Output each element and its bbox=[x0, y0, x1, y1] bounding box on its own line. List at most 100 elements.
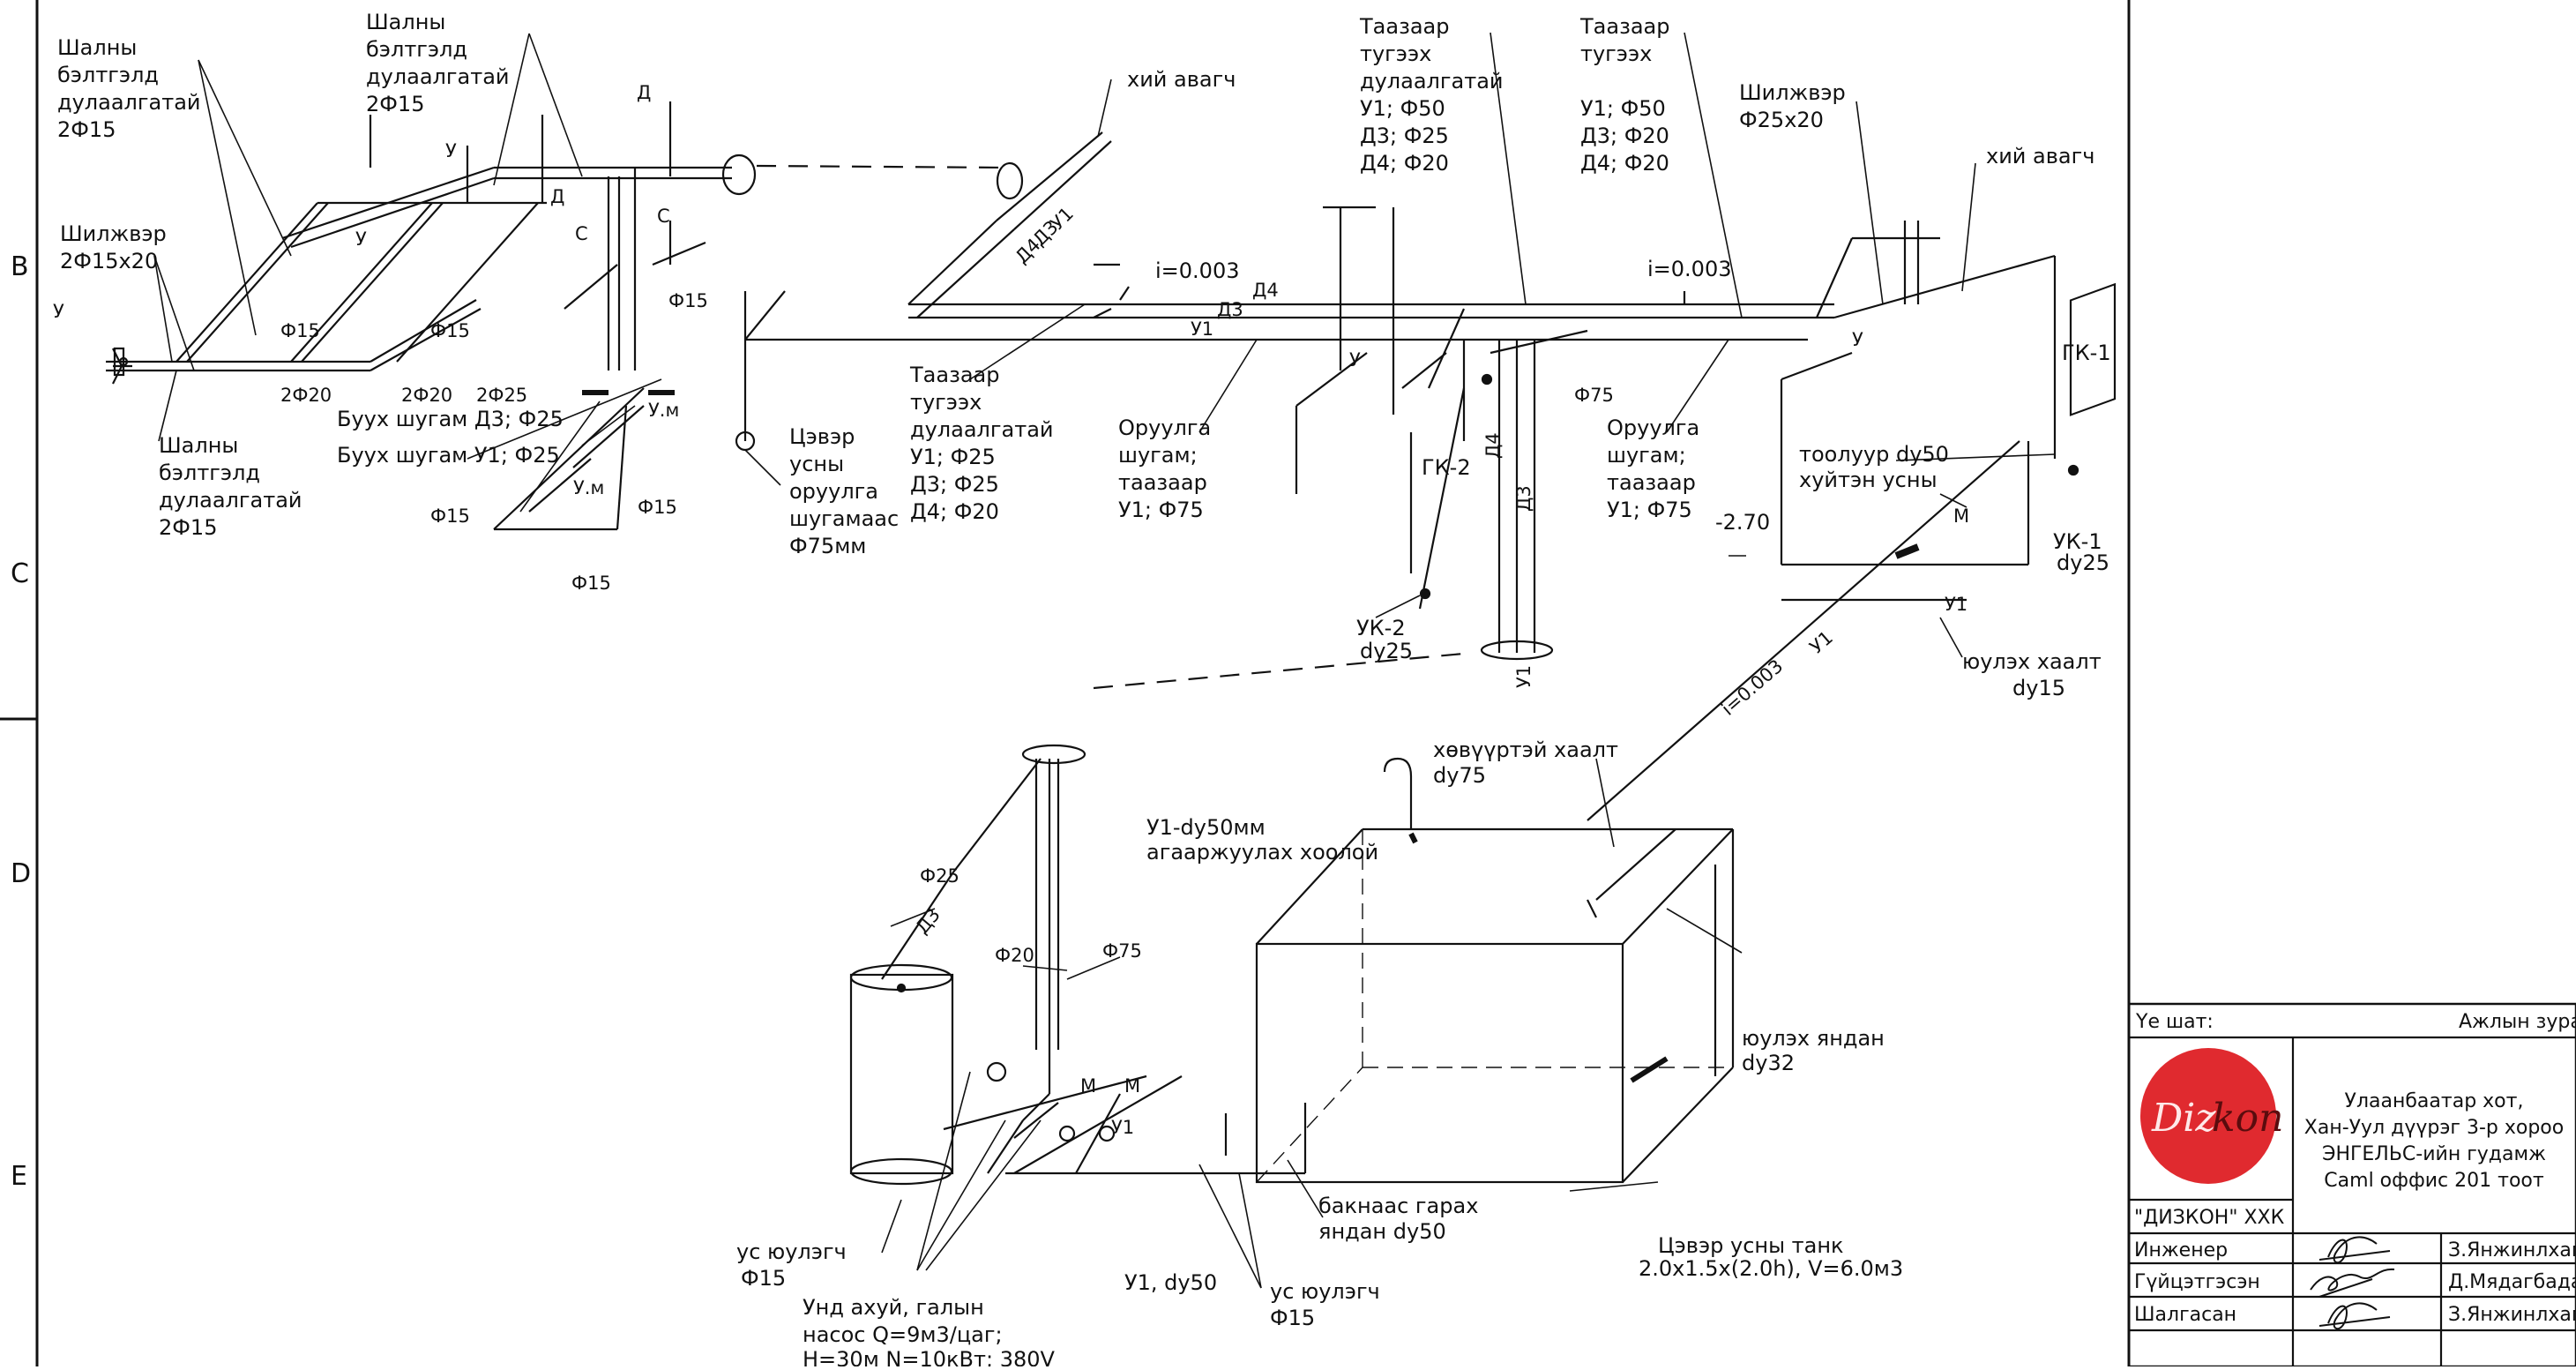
dim-f15-c: Ф15 bbox=[668, 290, 708, 311]
dim-f15-a: Ф15 bbox=[280, 320, 320, 341]
dim-2f20-a: 2Ф20 bbox=[280, 385, 332, 406]
dim-2f25: 2Ф25 bbox=[476, 385, 527, 406]
label-khovuurtei-2: dy75 bbox=[1433, 763, 1486, 788]
label-oruulga-1-1: Оруулга bbox=[1118, 415, 1211, 440]
left-pipe-assembly bbox=[106, 101, 757, 531]
label-slope-3: i=0.003 bbox=[1718, 655, 1788, 720]
label-baknaas-1: бакнаас гарах bbox=[1318, 1194, 1478, 1218]
tag-u1-diag: У1 bbox=[1806, 626, 1837, 657]
label-tooluur-1: тоолуур dy50 bbox=[1799, 442, 1949, 467]
label-shalny-bl-4: 2Ф15 bbox=[159, 515, 217, 540]
label-uk1-2: dy25 bbox=[2057, 550, 2109, 575]
label-taazaar-3-5: Д3; Ф25 bbox=[910, 472, 999, 497]
dim-f15-e: Ф15 bbox=[638, 497, 677, 518]
label-agaar-2: агааржуулах хоолой bbox=[1146, 840, 1378, 865]
label-taazaar-3-4: У1; Ф25 bbox=[910, 445, 996, 469]
label-taazaar-1-2: тугээх bbox=[1360, 41, 1431, 66]
label-tsever-2: усны bbox=[789, 452, 844, 476]
tb-address-3: ЭНГЕЛЬС-ийн гудамж bbox=[2322, 1143, 2546, 1165]
border-letter-d: D bbox=[11, 858, 31, 889]
label-oruulga-1-4: У1; Ф75 bbox=[1118, 498, 1204, 522]
tag-d3-riser: Д3 bbox=[1513, 485, 1534, 512]
tb-role-3: Шалгасан bbox=[2134, 1304, 2236, 1326]
label-us-yulegch-1-b: Ф15 bbox=[741, 1266, 786, 1291]
label-us-yulegch-1-a: ус юулэгч bbox=[736, 1239, 847, 1264]
tag-u1-meter: У1 bbox=[1945, 594, 1967, 615]
label-taazaar-3-3: дулаалгатай bbox=[910, 417, 1054, 442]
label-shalny-tm-3: дулаалгатай bbox=[366, 64, 510, 89]
label-us-yulegch-2-a: ус юулэгч bbox=[1270, 1279, 1380, 1304]
label-baknaas-2: яндан dy50 bbox=[1318, 1219, 1446, 1244]
tag-u1-riser: У1 bbox=[1513, 665, 1534, 688]
dim-f20: Ф20 bbox=[995, 945, 1034, 966]
label-taazaar-2-1: Таазаар bbox=[1579, 14, 1669, 39]
leader-lines bbox=[153, 32, 2056, 1289]
dim-f75-b: Ф75 bbox=[1102, 940, 1142, 962]
label-uk2-1: УК-2 bbox=[1356, 616, 1406, 640]
tag-um-1: У.м bbox=[648, 400, 679, 421]
label-taazaar-2-4: Д3; Ф20 bbox=[1580, 124, 1669, 148]
company-logo bbox=[2140, 1048, 2276, 1184]
tag-s-1: С bbox=[575, 223, 588, 244]
label-buukh-2: Буух шугам У1; Ф25 bbox=[337, 443, 560, 468]
dim-2f20-b: 2Ф20 bbox=[401, 385, 452, 406]
label-taazaar-1-4: У1; Ф50 bbox=[1360, 96, 1445, 121]
label-shalny-tl-4: 2Ф15 bbox=[57, 117, 116, 142]
tb-name-3: З.Янжинлхам bbox=[2448, 1304, 2576, 1326]
label-oruulga-1-3: таазаар bbox=[1118, 470, 1207, 495]
tb-name-1: З.Янжинлхам bbox=[2448, 1239, 2576, 1261]
dashed-connectors bbox=[756, 164, 1474, 690]
label-shalny-bl-1: Шалны bbox=[159, 433, 238, 458]
label-taazaar-2-3: У1; Ф50 bbox=[1580, 96, 1666, 121]
label-oruulga-2-2: шугам; bbox=[1607, 443, 1686, 468]
signature-2 bbox=[2310, 1268, 2395, 1298]
label-uk2-2: dy25 bbox=[1360, 639, 1413, 663]
label-pump-2: насос Q=9м3/цаг; bbox=[803, 1322, 1003, 1347]
main-pipe-run bbox=[735, 131, 2117, 821]
label-oruulga-2-3: таазаар bbox=[1607, 470, 1696, 495]
label-oruulga-1-2: шугам; bbox=[1118, 443, 1198, 468]
label-slope-1: i=0.003 bbox=[1155, 258, 1239, 283]
label-taazaar-1-3: дулаалгатай bbox=[1360, 69, 1504, 94]
tag-s-2: С bbox=[657, 206, 670, 227]
label-pump-1: Унд ахуй, галын bbox=[803, 1295, 984, 1320]
border-letter-b: B bbox=[11, 251, 29, 282]
tag-u1-pump: У1 bbox=[1111, 1117, 1134, 1138]
tag-d4: Д4 bbox=[1252, 280, 1279, 301]
label-taazaar-2-5: Д4; Ф20 bbox=[1580, 151, 1669, 176]
label-yulekh-khaalt-2: dy15 bbox=[2012, 676, 2065, 700]
label-us-yulegch-2-b: Ф15 bbox=[1270, 1306, 1315, 1330]
tag-u-left: У bbox=[53, 301, 64, 322]
tag-m-pump-1: М bbox=[1080, 1075, 1096, 1097]
tb-role-2: Гүйцэтгэсэн bbox=[2134, 1271, 2260, 1293]
logo-text-kon: kon bbox=[2212, 1096, 2284, 1141]
label-tooluur-2: хуйтэн усны bbox=[1799, 468, 1938, 492]
label-khii-avagch-2: хий авагч bbox=[1986, 144, 2094, 168]
label-shalny-bl-3: дулаалгатай bbox=[159, 488, 302, 513]
label-yulekh-yandan-1: юулэх яндан bbox=[1742, 1026, 1885, 1051]
annotation-labels: Шалны бэлтгэлд дулаалгатай 2Ф15 Шалны бэ… bbox=[53, 10, 2111, 1370]
label-yulekh-yandan-2: dy32 bbox=[1742, 1051, 1795, 1075]
label-oruulga-2-4: У1; Ф75 bbox=[1607, 498, 1692, 522]
tb-company: "ДИЗКОН" ХХК bbox=[2134, 1207, 2285, 1229]
label-shalny-tl-2: бэлтгэлд bbox=[57, 63, 159, 87]
label-oruulga-2-1: Оруулга bbox=[1607, 415, 1699, 440]
label-shalny-tm-1: Шалны bbox=[366, 10, 445, 34]
label-yulekh-khaalt-1: юулэх хаалт bbox=[1962, 649, 2102, 674]
dim-f15-b: Ф15 bbox=[430, 320, 470, 341]
label-shalny-bl-2: бэлтгэлд bbox=[159, 460, 260, 485]
label-agaar-1: У1-dy50мм bbox=[1146, 815, 1266, 840]
label-shalny-tl-3: дулаалгатай bbox=[57, 90, 201, 115]
dim-f15-f: Ф15 bbox=[571, 573, 611, 594]
label-taazaar-2-2: тугээх bbox=[1580, 41, 1652, 66]
label-taazaar-3-1: Таазаар bbox=[909, 363, 999, 387]
tb-role-1: Инженер bbox=[2134, 1239, 2228, 1261]
label-shalny-tm-2: бэлтгэлд bbox=[366, 37, 467, 62]
dim-f25: Ф25 bbox=[920, 865, 959, 887]
tag-d3: Д3 bbox=[1217, 299, 1243, 320]
title-block: Үе шат: Ажлын зураг Diz kon "ДИЗКОН" ХХК… bbox=[2127, 1002, 2576, 1368]
label-uk1-1: УК-1 bbox=[2053, 529, 2102, 554]
tb-address-4: Caml оффис 201 тоот bbox=[2324, 1170, 2544, 1192]
